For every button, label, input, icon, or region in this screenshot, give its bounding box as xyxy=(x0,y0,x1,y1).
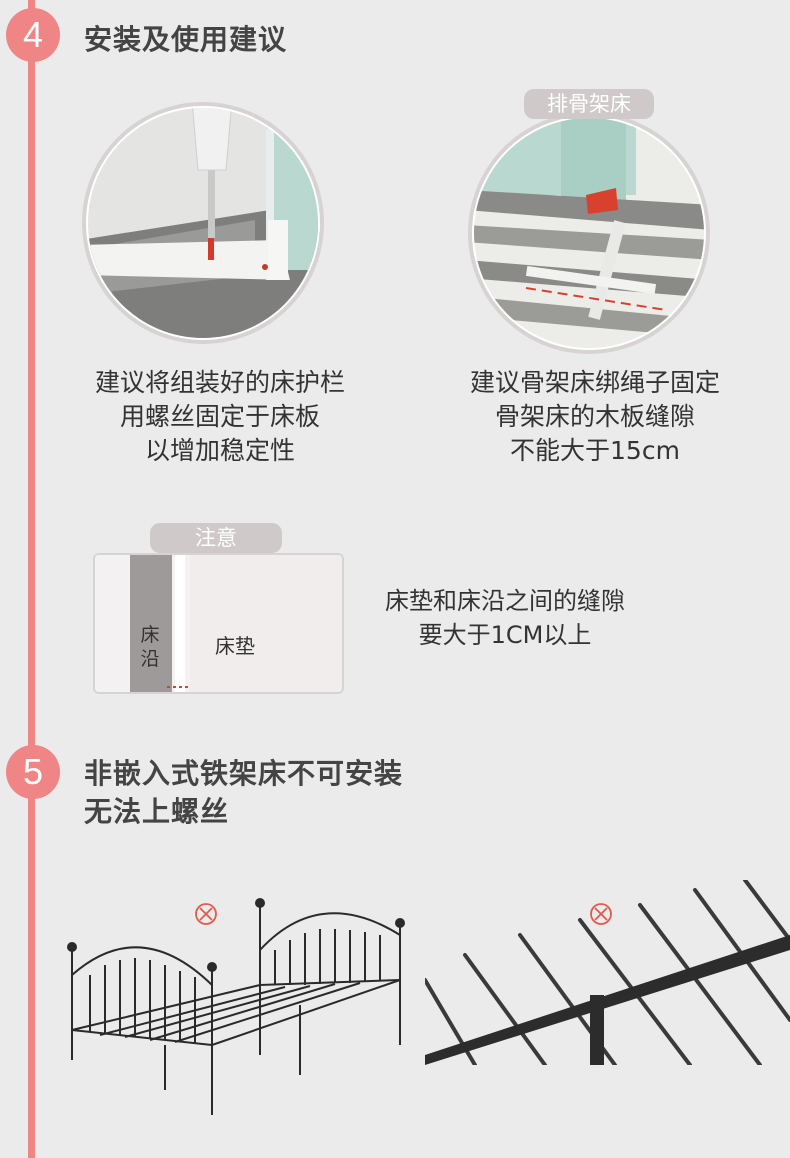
slat-bed-photo xyxy=(468,112,710,354)
timeline-rail xyxy=(28,0,35,1158)
slat-bed-tag: 排骨架床 xyxy=(524,89,654,119)
section-5-title: 非嵌入式铁架床不可安装 无法上螺丝 xyxy=(84,755,403,831)
right-caption-line: 建议骨架床绑绳子固定 xyxy=(469,368,720,397)
metal-slats-closeup xyxy=(425,880,790,1065)
note-caption: 床垫和床沿之间的缝隙 要大于1CM以上 xyxy=(360,584,650,652)
bed-edge-char: 床 xyxy=(140,624,160,646)
note-caption-line: 要大于1CM以上 xyxy=(418,621,592,649)
left-caption-line: 以增加稳定性 xyxy=(144,436,295,465)
left-caption-line: 建议将组装好的床护栏 xyxy=(94,368,345,397)
bed-edge-char: 沿 xyxy=(140,648,160,670)
right-caption: 建议骨架床绑绳子固定 骨架床的木板缝隙 不能大于15cm xyxy=(440,366,750,468)
prohibited-icon xyxy=(590,903,612,925)
bed-edge-label: 床 沿 xyxy=(133,623,167,671)
section-4-title: 安装及使用建议 xyxy=(84,23,288,56)
right-caption-line: 骨架床的木板缝隙 xyxy=(494,402,695,431)
mattress-label: 床垫 xyxy=(215,634,255,658)
iron-bed-photo xyxy=(67,898,405,1115)
left-caption: 建议将组装好的床护栏 用螺丝固定于床板 以增加稳定性 xyxy=(70,366,370,468)
right-caption-line: 不能大于15cm xyxy=(510,436,680,465)
screw-fixing-photo xyxy=(82,102,324,344)
note-caption-line: 床垫和床沿之间的缝隙 xyxy=(385,587,625,615)
section-5-title-line: 无法上螺丝 xyxy=(84,795,230,828)
note-tag: 注意 xyxy=(150,523,282,553)
gap-diagram xyxy=(95,555,342,692)
prohibited-icon xyxy=(195,903,217,925)
gap-note-photo: 床 沿 床垫 xyxy=(93,553,344,694)
left-caption-line: 用螺丝固定于床板 xyxy=(119,402,320,431)
step-number-5: 5 xyxy=(6,745,60,799)
step-number-4: 4 xyxy=(6,8,60,62)
section-5-title-line: 非嵌入式铁架床不可安装 xyxy=(84,757,404,790)
